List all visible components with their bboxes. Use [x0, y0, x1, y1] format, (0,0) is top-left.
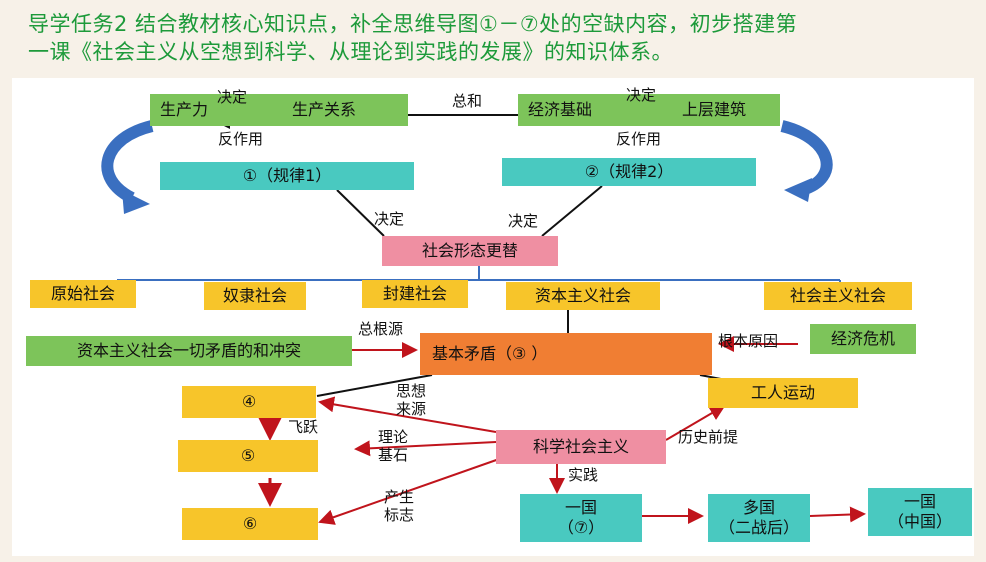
socialist-society-box: 社会主义社会: [764, 282, 912, 310]
workers-movement-box: 工人运动: [708, 378, 858, 408]
task-title-line2: 一课《社会主义从空想到科学、从理论到实践的发展》的知识体系。: [28, 40, 673, 64]
basic-contradiction-label: 基本矛盾（③ ）: [432, 344, 548, 363]
box-5: ⑤: [178, 440, 318, 472]
productivity-label: 生产力: [160, 100, 209, 119]
emergence-mark-line2: 标志: [384, 506, 415, 524]
one-country-box: 一国 （⑦）: [520, 494, 642, 542]
connector-lines: [101, 98, 866, 525]
react-right-label: 反作用: [616, 130, 662, 148]
superstructure-label: 上层建筑: [682, 100, 747, 119]
production-relations-label: 生产关系: [292, 100, 357, 119]
law1-box: ①（规律1）: [160, 162, 414, 190]
productivity-relations-box: 生产力 生产关系: [150, 94, 408, 126]
law2-box: ②（规律2）: [502, 158, 756, 186]
economic-crisis-box: 经济危机: [810, 324, 916, 354]
economic-base-label: 经济基础: [528, 100, 593, 119]
emergence-mark-label: 产生 标志: [384, 488, 414, 524]
task-title: 导学任务2 结合教材核心知识点，补全思维导图①－⑦处的空缺内容，初步搭建第 一课…: [28, 10, 973, 66]
box-6: ⑥: [182, 508, 318, 540]
decide-b-label: 决定: [508, 212, 539, 230]
basic-contradiction-box: 基本矛盾（③ ）: [420, 333, 712, 375]
decide-left-label: 决定: [217, 88, 248, 106]
theory-foundation-label: 理论 基石: [378, 428, 408, 464]
all-conflicts-box: 资本主义社会一切矛盾的和冲突: [26, 336, 352, 366]
primitive-society-box: 原始社会: [30, 280, 136, 308]
base-superstructure-box: 经济基础 上层建筑: [518, 94, 780, 126]
multi-country-box: 多国 （二战后）: [708, 494, 810, 542]
task-title-line1: 导学任务2 结合教材核心知识点，补全思维导图①－⑦处的空缺内容，初步搭建第: [28, 12, 798, 36]
theory-foundation-line2: 基石: [378, 446, 409, 464]
one-country-line1: 一国: [564, 498, 597, 517]
slave-society-box: 奴隶社会: [204, 282, 306, 310]
one-country-line2: （⑦）: [557, 518, 605, 537]
capitalist-society-box: 资本主义社会: [506, 282, 660, 310]
china-line2: （中国）: [887, 512, 952, 531]
multi-country-line2: （二战后）: [718, 518, 799, 537]
react-left-label: 反作用: [218, 130, 264, 148]
decide-right-label: 决定: [626, 86, 657, 104]
historical-premise-label: 历史前提: [678, 428, 739, 446]
leap-label: 飞跃: [288, 418, 319, 436]
thought-source-label: 思想 来源: [396, 382, 426, 418]
practice-label: 实践: [568, 466, 599, 484]
thought-source-line2: 来源: [396, 400, 427, 418]
scientific-socialism-box: 科学社会主义: [496, 430, 666, 464]
theory-foundation-line1: 理论: [378, 428, 409, 446]
root-source-label: 总根源: [358, 320, 404, 338]
society-change-box: 社会形态更替: [382, 236, 558, 266]
decide-a-label: 决定: [374, 210, 405, 228]
root-cause-label: 根本原因: [718, 332, 779, 350]
china-box: 一国 （中国）: [868, 488, 972, 536]
china-line1: 一国: [903, 492, 936, 511]
multi-country-line1: 多国: [742, 498, 775, 517]
box-4: ④: [182, 386, 316, 418]
emergence-mark-line1: 产生: [384, 488, 415, 506]
mind-map-panel: 生产力 生产关系 决定 反作用 总和 经济基础 上层建筑 决定 反作用 ①（规律…: [12, 78, 974, 556]
feudal-society-box: 封建社会: [362, 280, 468, 308]
thought-source-line1: 思想: [396, 382, 427, 400]
sum-label: 总和: [452, 92, 483, 110]
